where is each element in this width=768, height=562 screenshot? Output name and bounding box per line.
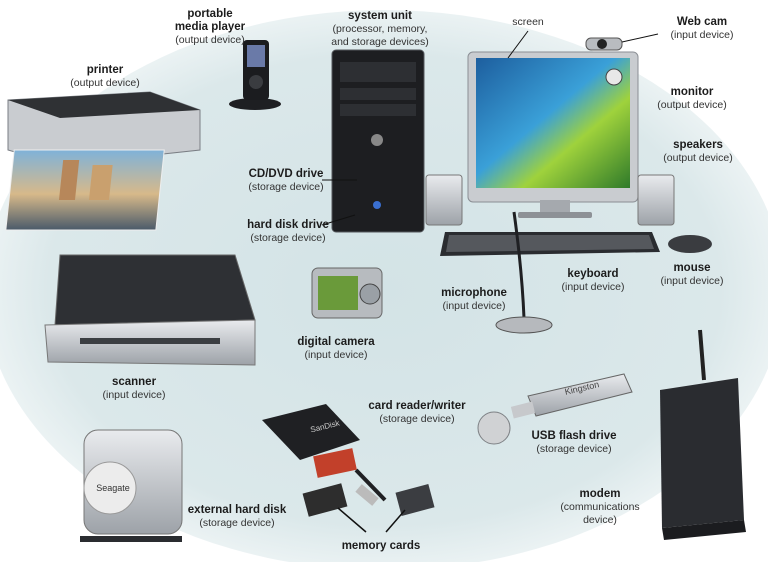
webcam-image (585, 37, 623, 51)
label-digital-camera: digital camera (input device) (290, 336, 382, 362)
label-system-unit-title: system unit (348, 10, 412, 22)
monitor-image (467, 51, 639, 218)
label-monitor-sub: (output device) (657, 99, 727, 111)
modem-image (660, 329, 746, 540)
label-hard-disk-title: hard disk drive (247, 219, 329, 231)
digital-camera-image (311, 267, 383, 319)
system-unit-image (331, 49, 425, 233)
label-printer-title: printer (86, 64, 124, 76)
card-reader-image (262, 404, 387, 506)
label-screen-title: screen (512, 16, 544, 28)
label-mouse: mouse (input device) (652, 262, 732, 288)
label-keyboard-sub: (input device) (561, 281, 625, 293)
label-media-player-sub: (output device) (175, 34, 245, 46)
usb-drive-image (477, 373, 633, 445)
external-hdd-image (80, 429, 183, 542)
label-mouse-title: mouse (673, 262, 711, 274)
label-card-reader-title: card reader/writer (368, 400, 466, 412)
media-player-image (229, 40, 281, 110)
label-media-player-title2: media player (174, 21, 246, 33)
label-ext-hdd-title: external hard disk (187, 504, 287, 516)
label-card-reader-sub: (storage device) (379, 413, 455, 425)
label-printer-sub: (output device) (70, 77, 140, 89)
memory-cards-image (302, 483, 435, 533)
label-web-cam: Web cam (input device) (652, 16, 752, 42)
seagate-logo-text: Seagate (96, 483, 130, 493)
printer-image (5, 91, 201, 231)
pointer-lines (321, 30, 659, 226)
label-speakers-sub: (output device) (663, 152, 733, 164)
label-cd-dvd: CD/DVD drive (storage device) (236, 168, 336, 194)
label-microphone-sub: (input device) (442, 300, 506, 312)
label-digital-camera-title: digital camera (297, 336, 375, 348)
label-system-unit-sub1: (processor, memory, (332, 23, 428, 35)
label-screen: screen (505, 16, 551, 29)
label-modem-title: modem (579, 488, 621, 500)
label-usb-sub: (storage device) (536, 443, 612, 455)
label-system-unit: system unit (processor, memory, and stor… (320, 10, 440, 49)
label-web-cam-sub: (input device) (670, 29, 734, 41)
keyboard-image (440, 232, 660, 256)
label-modem-sub: (communications device) (560, 501, 640, 526)
label-ext-hdd-sub: (storage device) (199, 517, 275, 529)
label-web-cam-title: Web cam (676, 16, 728, 28)
microphone-image (495, 211, 553, 334)
speakers-image (425, 174, 675, 226)
label-media-player-title1: portable (187, 8, 233, 20)
label-modem: modem (communications device) (542, 488, 658, 527)
label-memory-cards-title: memory cards (341, 540, 421, 552)
label-hard-disk-sub: (storage device) (250, 232, 326, 244)
label-printer: printer (output device) (60, 64, 150, 90)
label-keyboard-title: keyboard (567, 268, 619, 280)
label-hard-disk: hard disk drive (storage device) (236, 219, 340, 245)
label-microphone: microphone (input device) (428, 287, 520, 313)
mouse-image (668, 235, 712, 253)
label-memory-cards: memory cards (336, 540, 426, 553)
label-scanner: scanner (input device) (94, 376, 174, 402)
label-speakers: speakers (output device) (648, 139, 748, 165)
label-cd-dvd-title: CD/DVD drive (248, 168, 324, 180)
label-scanner-title: scanner (111, 376, 157, 388)
label-monitor: monitor (output device) (642, 86, 742, 112)
label-media-player: portable media player (output device) (160, 8, 260, 47)
label-mouse-sub: (input device) (660, 275, 724, 287)
label-scanner-sub: (input device) (102, 389, 166, 401)
label-usb-title: USB flash drive (531, 430, 617, 442)
label-microphone-title: microphone (441, 287, 507, 299)
label-ext-hdd: external hard disk (storage device) (182, 504, 292, 530)
scanner-image (44, 254, 256, 366)
label-speakers-title: speakers (673, 139, 723, 151)
label-card-reader: card reader/writer (storage device) (358, 400, 476, 426)
label-keyboard: keyboard (input device) (548, 268, 638, 294)
label-system-unit-sub2: and storage devices) (331, 36, 429, 48)
label-cd-dvd-sub: (storage device) (248, 181, 324, 193)
label-digital-camera-sub: (input device) (304, 349, 368, 361)
label-monitor-title: monitor (670, 86, 714, 98)
label-usb: USB flash drive (storage device) (526, 430, 622, 456)
